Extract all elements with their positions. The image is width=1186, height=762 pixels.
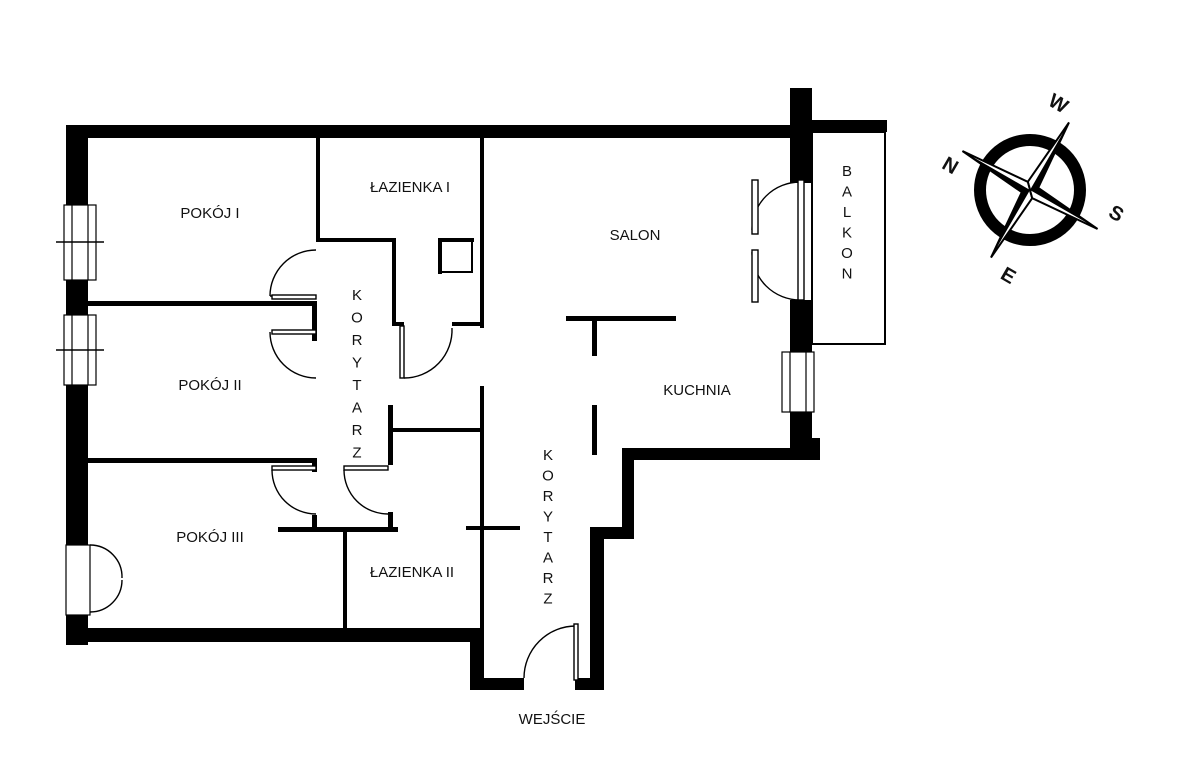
balkon-letter: O bbox=[841, 245, 853, 262]
korytarz2-letter: T bbox=[543, 529, 552, 546]
balkon-letter: N bbox=[842, 266, 853, 283]
balkon-letter: L bbox=[843, 204, 851, 221]
korytarz2-letter: Y bbox=[543, 509, 553, 526]
korytarz2-letter: K bbox=[543, 447, 553, 464]
interior-walls bbox=[88, 138, 676, 636]
balkon-letter: A bbox=[842, 184, 852, 201]
room-labels: POKÓJ I POKÓJ II POKÓJ III ŁAZIENKA I ŁA… bbox=[176, 179, 731, 728]
outer-walls bbox=[66, 88, 887, 690]
label-salon: SALON bbox=[610, 227, 661, 244]
windows bbox=[56, 204, 815, 616]
korytarz1-letter: K bbox=[352, 287, 362, 304]
korytarz1-letter: A bbox=[352, 400, 362, 417]
korytarz1-letter: R bbox=[352, 422, 363, 439]
compass-n: N bbox=[938, 153, 962, 179]
balkon-letter: K bbox=[842, 225, 852, 242]
label-lazienka-2: ŁAZIENKA II bbox=[370, 564, 454, 581]
korytarz1-letter: Y bbox=[352, 355, 362, 372]
korytarz2-letter: R bbox=[543, 488, 554, 505]
label-pokoj-1: POKÓJ I bbox=[180, 205, 239, 222]
korytarz2-letter: A bbox=[543, 550, 553, 567]
label-pokoj-2: POKÓJ II bbox=[178, 377, 241, 394]
doors bbox=[89, 179, 805, 681]
korytarz1-letter: R bbox=[352, 332, 363, 349]
balcony bbox=[811, 131, 886, 345]
balkon-letter: B bbox=[842, 163, 852, 180]
label-wejscie: WEJŚCIE bbox=[519, 710, 586, 728]
label-pokoj-3: POKÓJ III bbox=[176, 529, 244, 546]
compass: W N S E bbox=[938, 90, 1128, 289]
korytarz1-letter: T bbox=[352, 377, 361, 394]
compass-s: S bbox=[1105, 201, 1128, 227]
korytarz1-letter: Z bbox=[352, 445, 361, 462]
label-lazienka-1: ŁAZIENKA I bbox=[370, 179, 450, 196]
korytarz1-letter: O bbox=[351, 310, 363, 327]
korytarz2-letter: R bbox=[543, 570, 554, 587]
korytarz2-letter: Z bbox=[543, 591, 552, 608]
compass-e: E bbox=[997, 263, 1020, 289]
label-kuchnia: KUCHNIA bbox=[663, 382, 731, 399]
korytarz2-letter: O bbox=[542, 468, 554, 485]
compass-w: W bbox=[1044, 90, 1071, 119]
